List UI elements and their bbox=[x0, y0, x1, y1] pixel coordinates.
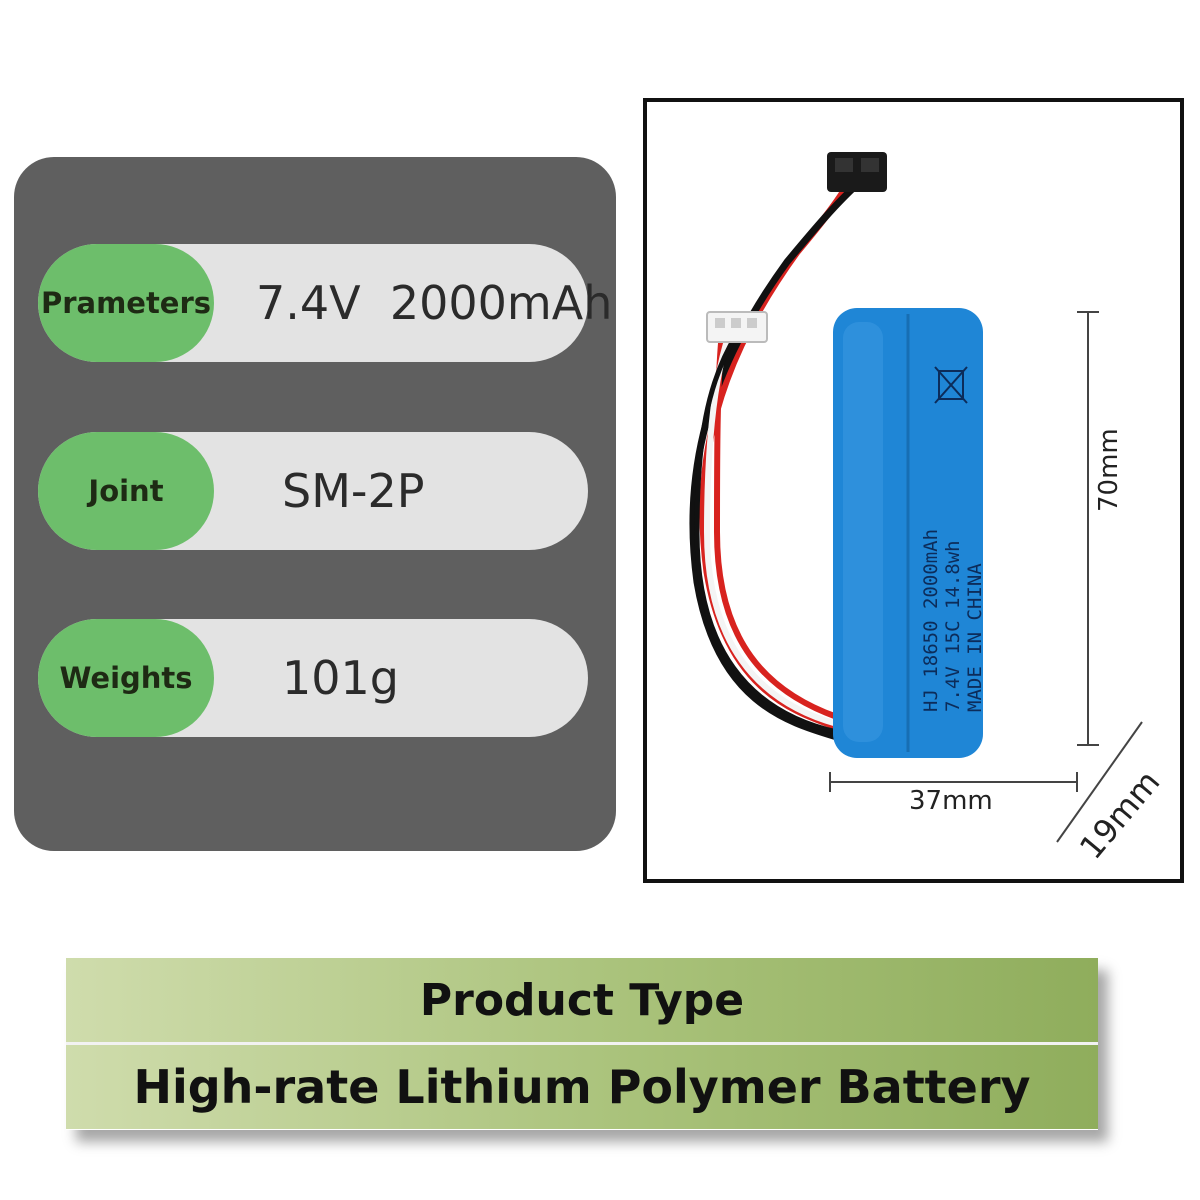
spec-label: Prameters bbox=[38, 244, 214, 362]
spec-label: Joint bbox=[38, 432, 214, 550]
product-type-title: Product Type bbox=[66, 958, 1098, 1042]
recycle-bin-icon bbox=[934, 366, 968, 404]
dimension-height: 70mm bbox=[1094, 428, 1124, 512]
spec-value: 7.4V 2000mAh bbox=[256, 276, 613, 330]
spec-row-weights: Weights 101g bbox=[38, 619, 588, 737]
battery-photo-frame: HJ 18650 2000mAh 7.4V 15C 14.8wh MADE IN… bbox=[643, 98, 1184, 883]
cell-text-line2: 7.4V 15C 14.8wh bbox=[942, 540, 964, 712]
spec-row-parameters: Prameters 7.4V 2000mAh bbox=[38, 244, 612, 362]
product-type-value: High-rate Lithium Polymer Battery bbox=[66, 1045, 1098, 1129]
spec-row-joint: Joint SM-2P bbox=[38, 432, 588, 550]
divider bbox=[66, 1042, 1098, 1045]
dimension-width: 37mm bbox=[909, 786, 993, 816]
spec-value: SM-2P bbox=[282, 464, 425, 518]
battery-illustration: HJ 18650 2000mAh 7.4V 15C 14.8wh MADE IN… bbox=[689, 152, 1143, 843]
spec-panel: Prameters 7.4V 2000mAh Joint SM-2P Weigh… bbox=[14, 157, 616, 851]
spec-label: Weights bbox=[38, 619, 214, 737]
cell-text-line3: MADE IN CHINA bbox=[964, 563, 986, 712]
cell-text-line1: HJ 18650 2000mAh bbox=[920, 529, 942, 712]
spec-value: 101g bbox=[282, 651, 399, 705]
product-type-block: Product Type High-rate Lithium Polymer B… bbox=[66, 958, 1098, 1130]
